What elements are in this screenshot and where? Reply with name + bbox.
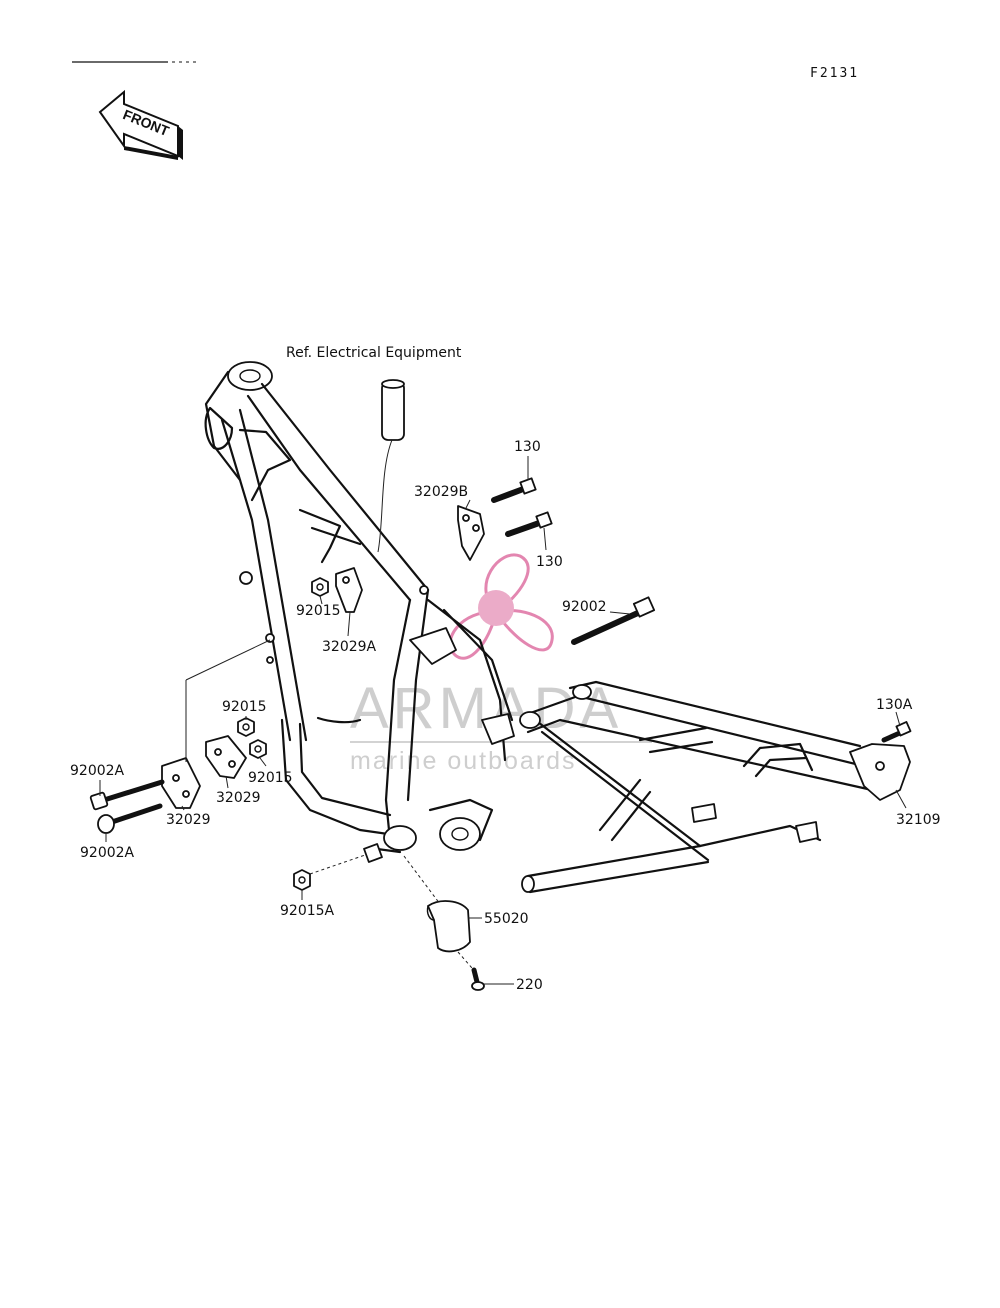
nut-92015-left-icon [237, 717, 255, 737]
part-label-92015a: 92015A [280, 903, 335, 919]
bolt-92002a-lower-icon [97, 803, 163, 834]
bolt-92002a-upper-icon [89, 779, 165, 811]
part-label-92015-right: 92015 [248, 770, 293, 786]
plate-32029-inner-icon [205, 735, 247, 779]
part-label-130-lower: 130 [536, 554, 563, 570]
part-label-92002a-upper: 92002A [70, 763, 125, 779]
nut-92015-top-icon [311, 577, 329, 597]
part-label-130-upper: 130 [514, 439, 541, 455]
watermark-tagline: marine outboards [350, 747, 577, 775]
screw-220-icon [457, 951, 485, 991]
bolt-130-upper-icon [491, 477, 537, 503]
bracket-32029a-icon [335, 567, 363, 613]
part-label-92015-left: 92015 [222, 699, 267, 715]
part-label-32109: 32109 [896, 812, 941, 828]
figure-code: F2131 [810, 66, 859, 81]
bolt-130-lower-icon [505, 511, 553, 537]
part-label-92015-top: 92015 [296, 603, 341, 619]
front-arrow-icon: FRONT [98, 89, 183, 160]
part-label-32029-outer: 32029 [166, 812, 211, 828]
part-label-55020: 55020 [484, 911, 529, 927]
bolt-92002-icon [571, 596, 656, 645]
armada-watermark: ARMADA marine outboards [350, 553, 652, 775]
part-label-92002: 92002 [562, 599, 607, 615]
plate-32029-outer-icon [161, 757, 201, 809]
reference-note: Ref. Electrical Equipment [286, 345, 462, 361]
nut-92015a-icon [293, 843, 383, 891]
part-label-92002a-lower: 92002A [80, 845, 135, 861]
bolt-130a-icon [881, 721, 912, 743]
bracket-32109-icon [849, 743, 911, 801]
main-frame [204, 361, 515, 854]
bracket-32029b-icon [457, 505, 485, 561]
part-label-32029b: 32029B [414, 484, 468, 500]
propeller-logo-icon [448, 553, 554, 660]
part-label-220: 220 [516, 977, 543, 993]
clamp-55020-icon [403, 855, 471, 953]
nut-92015-right-icon [249, 739, 267, 759]
leader-lines [99, 456, 907, 985]
part-label-32029a: 32029A [322, 639, 377, 655]
electrical-equipment-post [377, 379, 405, 553]
part-label-130a: 130A [876, 697, 913, 713]
part-label-32029-inner: 32029 [216, 790, 261, 806]
